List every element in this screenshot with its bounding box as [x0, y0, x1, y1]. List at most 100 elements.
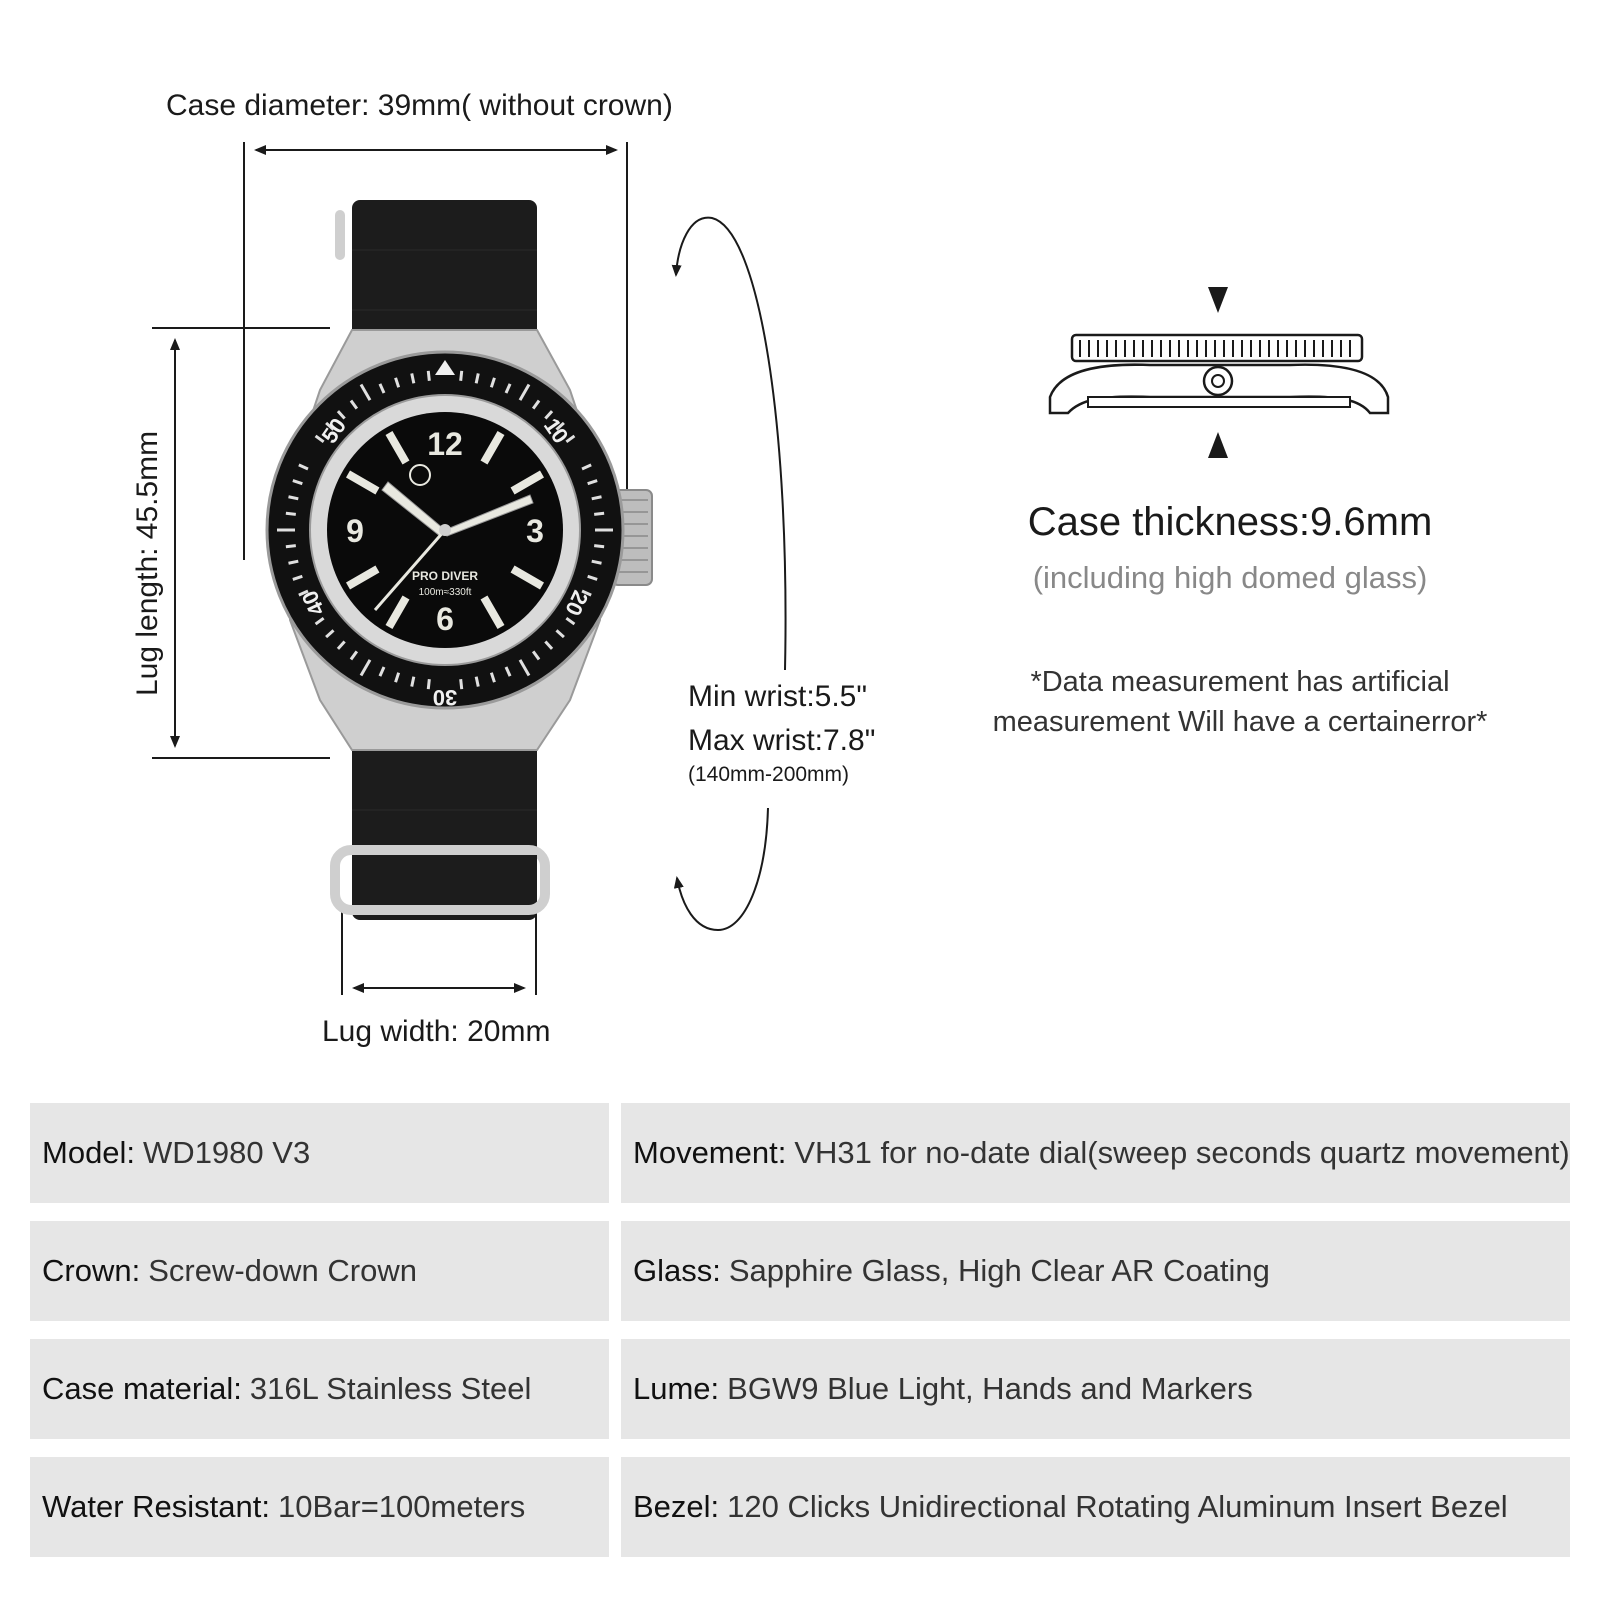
bezel-tick — [378, 666, 386, 677]
caseback-side — [1087, 396, 1351, 408]
lug-length-label: Lug length: 45.5mm — [131, 430, 164, 696]
bezel-tick — [565, 434, 576, 444]
bezel-tick — [555, 421, 565, 431]
bezel-tick — [594, 544, 605, 549]
second-hand — [373, 529, 447, 611]
bezel-tick — [459, 370, 464, 381]
numeral-9: 9 — [346, 513, 364, 549]
hour-marker — [346, 565, 380, 590]
bezel-tick — [288, 495, 299, 501]
bezel-tick — [489, 672, 496, 683]
bezel-tick — [581, 463, 592, 471]
wrist-sizes: Min wrist:5.5" Max wrist:7.8" (140mm-200… — [688, 675, 875, 787]
bezel-tick — [504, 383, 512, 394]
case-thickness-diagram — [1048, 287, 1390, 458]
lug-width-label: Lug width: 20mm — [322, 1015, 551, 1048]
bezel-tick — [474, 676, 480, 687]
bezel-tick — [531, 650, 541, 661]
bezel-tick — [394, 672, 401, 683]
bezel-tick — [288, 559, 299, 565]
thickness-arrow-top-icon — [1208, 287, 1228, 313]
bezel-tick — [298, 589, 309, 597]
min-wrist-label: Min wrist:5.5" — [688, 680, 868, 713]
bezel-tick — [394, 377, 401, 388]
hour-marker — [480, 595, 505, 629]
case-diameter-label: Case diameter: 39mm( without crown) — [166, 89, 673, 122]
bezel-tick — [410, 676, 416, 687]
dial-depth: 100m≈330ft — [419, 587, 472, 598]
strap-ring-bottom — [330, 845, 550, 915]
spec-key: Model: — [42, 1135, 136, 1170]
case-thickness-title: Case thickness:9.6mm — [1027, 500, 1433, 544]
bezel-tick — [359, 383, 372, 401]
bezel-tick — [292, 574, 303, 581]
measurement-note-line2: measurement Will have a certainerror* — [992, 706, 1488, 738]
hour-marker — [385, 595, 410, 629]
brand-logo-icon — [409, 464, 431, 486]
spec-row-bezel: Bezel:120 Clicks Unidirectional Rotating… — [621, 1457, 1570, 1557]
spec-value: 120 Clicks Unidirectional Rotating Alumi… — [727, 1489, 1508, 1524]
bezel-tick — [359, 659, 372, 677]
numeral-6: 6 — [436, 601, 454, 637]
bezel-tick — [378, 383, 386, 394]
hour-marker — [510, 470, 544, 495]
measurement-note-line1: *Data measurement has artificial — [1030, 666, 1450, 698]
bezel-tick — [555, 629, 565, 639]
bezel-tick — [336, 410, 346, 420]
bezel-tick — [459, 679, 464, 690]
bezel-tick — [591, 495, 602, 501]
hour-marker — [346, 470, 380, 495]
bezel-tick — [314, 434, 325, 444]
watch-illustration: 10 20 30 40 50 12 3 6 9 PRO DIVER 100m≈3… — [265, 200, 653, 920]
bezel-tick — [504, 666, 512, 677]
hand-pinion — [439, 524, 451, 536]
spec-key: Water Resistant: — [42, 1489, 270, 1524]
numeral-3: 3 — [526, 513, 544, 549]
bezel-tick — [587, 479, 598, 486]
bezel-triangle — [435, 360, 455, 375]
bezel-number-30: 30 — [433, 685, 457, 710]
spec-row-case-material: Case material:316L Stainless Steel — [30, 1339, 609, 1439]
bezel-tick — [426, 679, 431, 690]
dial-text: PRO DIVER — [412, 569, 478, 583]
wrist-range-label: (140mm-200mm) — [688, 763, 850, 786]
bezel-tick — [518, 383, 531, 401]
bezel-tick — [298, 463, 309, 471]
bezel-tick — [349, 399, 359, 410]
bezel-tick — [349, 650, 359, 661]
spec-row-model: Model:WD1980 V3 — [30, 1103, 609, 1203]
bezel-tick — [285, 544, 296, 549]
spec-key: Lume: — [633, 1371, 720, 1406]
bezel-tick — [489, 377, 496, 388]
bezel-tick — [531, 399, 541, 410]
strap-ring-top — [335, 210, 345, 260]
bezel-tick — [474, 373, 480, 384]
bezel-tick — [325, 421, 335, 431]
bezel-tick — [336, 640, 346, 650]
measurement-note: *Data measurement has artificial measure… — [930, 662, 1550, 742]
bezel-tick — [410, 373, 416, 384]
numeral-12: 12 — [427, 426, 463, 462]
bezel-tick — [518, 659, 531, 677]
spec-key: Glass: — [633, 1253, 721, 1288]
bezel-tick — [587, 574, 598, 581]
hour-marker — [480, 431, 505, 465]
case-thickness-subtitle: (including high domed glass) — [1032, 560, 1428, 595]
bezel-tick — [325, 629, 335, 639]
spec-row-water-resistant: Water Resistant:10Bar=100meters — [30, 1457, 609, 1557]
bezel-tick — [565, 616, 576, 626]
spec-value: BGW9 Blue Light, Hands and Markers — [727, 1371, 1253, 1406]
spec-value: 316L Stainless Steel — [249, 1371, 532, 1406]
thickness-arrow-bottom-icon — [1208, 432, 1228, 458]
spec-key: Movement: — [633, 1135, 787, 1170]
bezel-tick — [544, 410, 554, 420]
bezel-side — [1070, 333, 1364, 363]
spec-key: Case material: — [42, 1371, 242, 1406]
spec-key: Crown: — [42, 1253, 141, 1288]
bezel-tick — [591, 559, 602, 565]
spec-row-glass: Glass:Sapphire Glass, High Clear AR Coat… — [621, 1221, 1570, 1321]
bezel-tick — [292, 479, 303, 486]
spec-key: Bezel: — [633, 1489, 720, 1524]
spec-value: VH31 for no-date dial(sweep seconds quar… — [794, 1135, 1570, 1170]
